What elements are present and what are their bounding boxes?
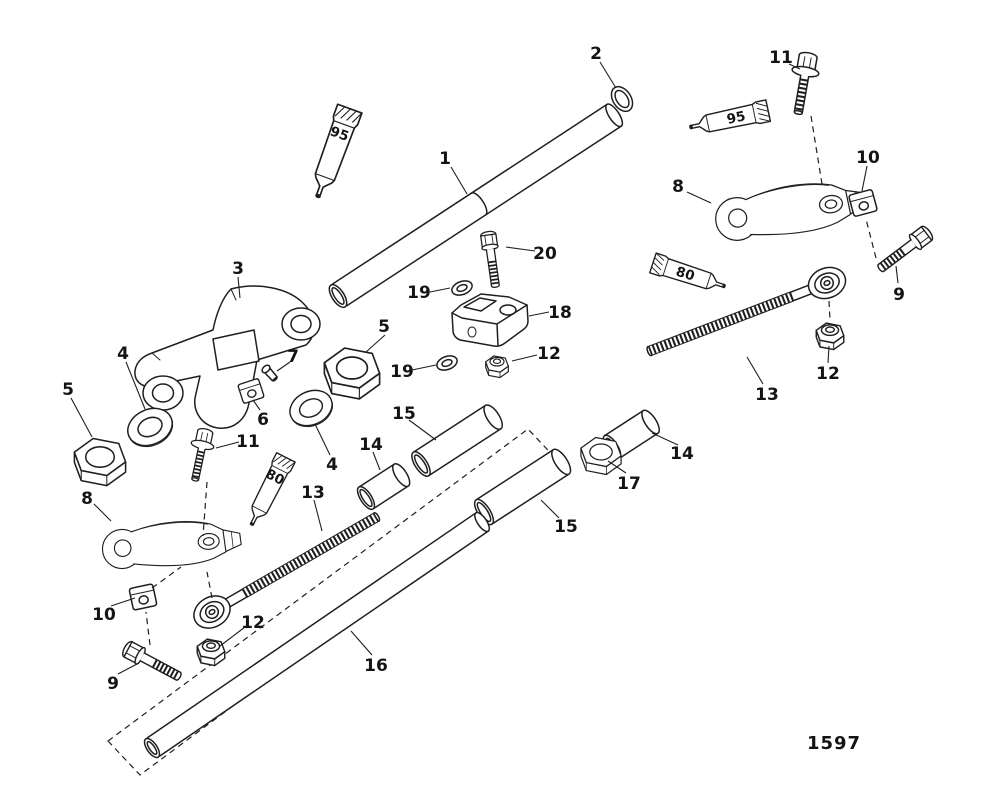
- adhesive-tube-95-left: [304, 103, 363, 203]
- part-11-bolt-left: [184, 427, 217, 484]
- callout-nut12-right: 12: [816, 364, 840, 384]
- part-15-tube-lower: [473, 448, 572, 526]
- part-20-bolt: [480, 230, 504, 288]
- callout-tube15-lower: 15: [554, 517, 578, 537]
- part-9-bolt-left: [120, 639, 184, 685]
- part-14-spacer-left: [356, 463, 411, 511]
- callout-arm8-right: 8: [672, 177, 684, 197]
- callout-bracket3: 3: [232, 259, 244, 279]
- callout-washer4-left: 4: [117, 344, 129, 364]
- callout-tube15-upper: 15: [392, 404, 416, 424]
- part-16-tube: [143, 511, 491, 759]
- part-12-nut-right: [815, 322, 845, 351]
- callout-nut12-mid: 12: [537, 344, 561, 364]
- part-8-arm-left: [100, 516, 243, 572]
- part-18-block: [451, 293, 529, 347]
- callout-bolt9-left: 9: [107, 674, 119, 694]
- callout-tube16: 16: [364, 656, 388, 676]
- adhesive-tube-80-left: [241, 452, 296, 531]
- part-1-tube: [328, 103, 624, 309]
- callout-spacer14-left: 14: [359, 435, 383, 455]
- leader-lines: [70, 61, 899, 675]
- label-adhesive-80-right: 80: [674, 264, 697, 285]
- callout-clip10-left: 10: [92, 605, 116, 625]
- callout-pin7: 7: [287, 347, 299, 367]
- callout-clip10-right: 10: [856, 148, 880, 168]
- callout-spacer14-right: 14: [670, 444, 694, 464]
- callout-oring: 2: [590, 44, 602, 64]
- part-17-nut: [580, 436, 622, 476]
- callout-bolt11-right: 11: [769, 48, 793, 68]
- callout-rod13-right: 13: [755, 385, 779, 405]
- label-adhesive-95-right: 95: [725, 108, 747, 128]
- part-12-nut-mid: [485, 355, 509, 379]
- figure-number: 1597: [807, 733, 861, 754]
- part-9-bolt-right: [874, 224, 935, 276]
- label-adhesive-95-left: 95: [328, 124, 351, 145]
- callout-bolt9-right: 9: [893, 285, 905, 305]
- callout-nut5-left: 5: [62, 380, 74, 400]
- part-12-nut-left: [196, 638, 226, 667]
- callout-nut5-mid: 5: [378, 317, 390, 337]
- callout-tube1: 1: [439, 149, 451, 169]
- callout-washer4-mid: 4: [326, 455, 338, 475]
- callout-nut12-left: 12: [241, 613, 265, 633]
- part-2-oring: [610, 85, 634, 113]
- callout-arm8-left: 8: [81, 489, 93, 509]
- part-3-bracket: [134, 285, 321, 429]
- part-19-washer-lower: [434, 352, 460, 374]
- callout-nut17: 17: [617, 474, 641, 494]
- assembly-dashed-links: [145, 115, 877, 646]
- callout-clip6: 6: [257, 410, 269, 430]
- callout-bolt20: 20: [533, 244, 557, 264]
- callout-washer19-lower: 19: [390, 362, 414, 382]
- part-8-arm-right: [711, 175, 870, 245]
- part-7-pin: [261, 364, 278, 382]
- callout-rod13-left: 13: [301, 483, 325, 503]
- part-5-nut-left: [73, 437, 127, 487]
- part-15-tube-upper: [411, 404, 504, 477]
- label-adhesive-80-left: 80: [263, 466, 287, 489]
- callout-washer19-upper: 19: [407, 283, 431, 303]
- callout-bolt11-left: 11: [236, 432, 260, 452]
- callout-block18: 18: [548, 303, 572, 323]
- part-19-washer-upper: [449, 277, 475, 299]
- part-5-nut-mid: [323, 347, 381, 400]
